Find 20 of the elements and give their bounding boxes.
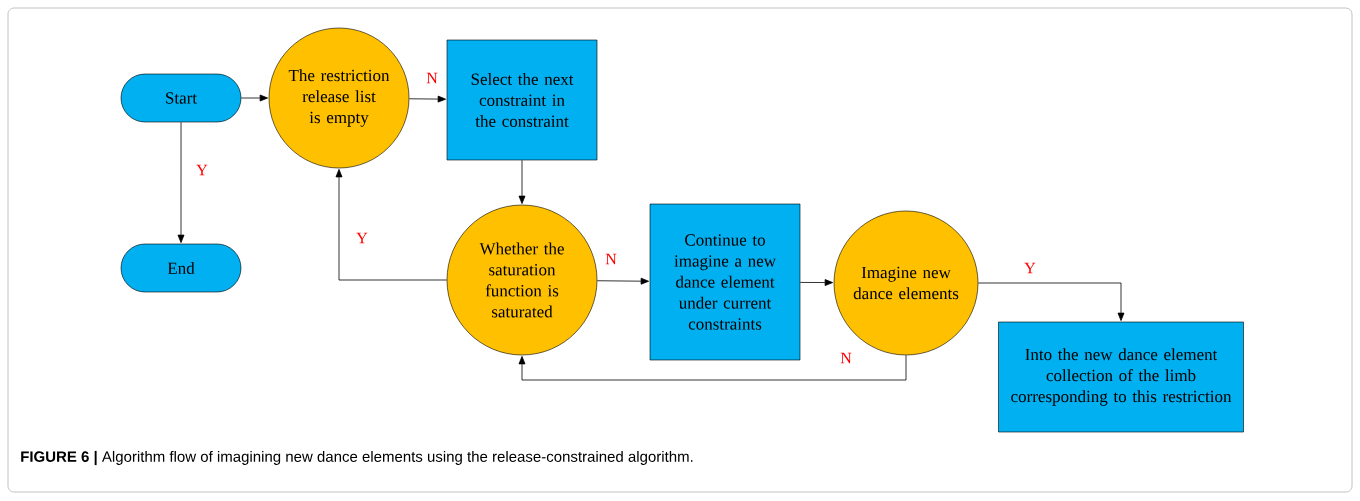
arrow	[596, 277, 649, 285]
process-box: Continue to imagine a new dance element under current constraints	[649, 203, 801, 361]
edge-label: N	[604, 252, 618, 266]
arrow	[799, 279, 833, 286]
term-box: Start	[120, 73, 242, 123]
caption: FIGURE 6 | Algorithm flow of imagining new dance elements using the release-constrained algorithm.	[21, 450, 693, 466]
term-box: End	[120, 243, 242, 293]
edge-label: Y	[195, 163, 209, 177]
edge-label: Y	[1023, 261, 1037, 275]
arrow	[335, 169, 448, 281]
arrow	[518, 159, 526, 204]
process-box: Into the new dance element collection of the limb corresponding to this restriction	[998, 321, 1244, 433]
arrow	[977, 282, 1125, 321]
edge-label: Y	[355, 231, 369, 245]
edge-label: N	[425, 71, 439, 85]
arrow	[240, 94, 268, 102]
arrow	[518, 354, 907, 381]
arrow	[177, 121, 185, 243]
process-box: Select the next constraint in the constraint	[446, 39, 598, 161]
arrow	[408, 95, 446, 103]
